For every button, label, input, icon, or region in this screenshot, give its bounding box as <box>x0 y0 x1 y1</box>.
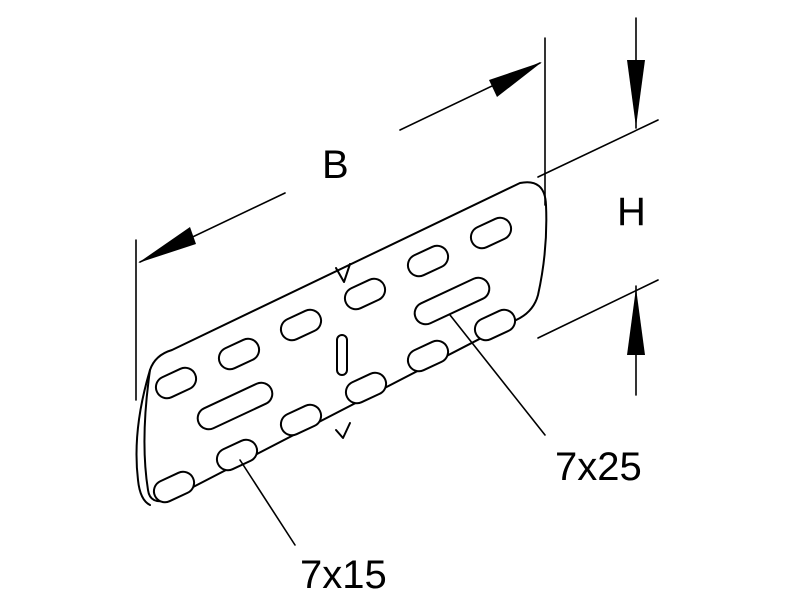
arrowhead-b-right <box>489 62 542 97</box>
callout-label-small: 7x15 <box>300 553 387 597</box>
callouts: 7x25 7x15 <box>239 314 642 597</box>
slot-small <box>279 308 323 342</box>
slot-small <box>154 366 198 400</box>
dimension-width: B <box>135 37 546 401</box>
extension-line-bottom <box>537 279 659 339</box>
slot-small <box>406 339 450 373</box>
slot-small <box>469 216 513 250</box>
slot-small <box>215 438 259 472</box>
slot-small <box>217 337 261 371</box>
dimension-label-h: H <box>617 190 646 234</box>
arrowhead-b-left <box>138 227 196 263</box>
center-slot <box>336 334 348 376</box>
leader-line-small <box>239 459 296 546</box>
dimension-label-b: B <box>322 143 349 187</box>
arrowhead-h-bottom <box>627 288 645 355</box>
slot-small <box>279 403 323 437</box>
slot-large <box>196 381 274 431</box>
slot-small <box>343 277 387 311</box>
center-notch-bottom <box>335 422 351 439</box>
callout-label-large: 7x25 <box>555 445 642 489</box>
leader-line-large <box>449 314 546 436</box>
slot-small <box>473 308 517 342</box>
arrowhead-h-top <box>627 60 645 127</box>
slot-small <box>344 371 388 405</box>
dimension-height: H <box>537 17 659 396</box>
slot-holes <box>152 216 517 504</box>
slot-large <box>413 276 491 326</box>
slot-small <box>406 244 450 278</box>
extension-line-top <box>537 119 659 178</box>
plate-edge <box>135 369 151 506</box>
center-notch-top <box>335 263 351 283</box>
slot-small <box>152 470 196 504</box>
